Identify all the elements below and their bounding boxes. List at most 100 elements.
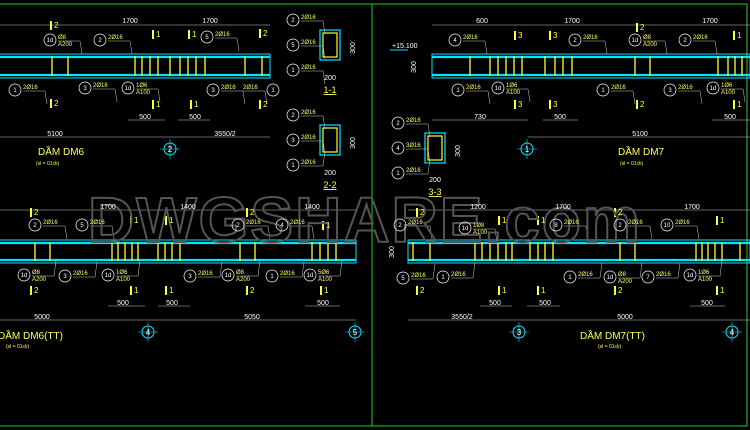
section-mark [50,21,52,30]
callout-circle [275,218,289,232]
callout-number: 3 [83,86,87,92]
callout-number: 4 [396,146,400,152]
callout-circle [286,38,300,52]
section-label: 3 [518,31,523,40]
callout-circle [451,83,465,97]
callout-circle [43,33,57,47]
callout-circle [303,268,317,282]
callout-number: 5 [205,35,209,41]
section-height: 300 [350,42,357,54]
callout-number: 1d [495,86,502,92]
beam-subtitle: (sl = 01ck) [620,161,644,167]
callout-number: 2 [618,223,622,229]
grid-label: 4 [730,328,735,337]
section-label: 1 [169,216,174,225]
callout-circle [549,218,563,232]
section-label: 1 [541,286,546,295]
callout-label: 2Ø16 [564,220,579,226]
callout-number: 3 [291,138,295,144]
callout-circle [706,81,720,95]
section-mark [259,29,261,38]
callout-label: 2Ø16 [693,35,708,41]
callout-label: Ø8 [32,270,41,276]
section-label: 1 [737,31,742,40]
callout-label-2: A200 [643,42,658,48]
callout-label: 2Ø16 [301,40,316,46]
leader-line [406,158,431,175]
callout-circle [101,268,115,282]
beam-outline [0,53,271,79]
dimension: 500 [317,300,329,307]
leader-line [678,90,703,105]
callout-label: 2Ø16 [43,220,58,226]
section-title: 2-2 [323,180,336,190]
section-mark [320,286,322,295]
section-mark [733,31,735,40]
dimension: 3550/2 [214,131,236,138]
callout-label: 2Ø16 [611,85,626,91]
section-label: 1 [324,286,329,295]
callout-circle [8,83,22,97]
callout-circle [78,81,92,95]
dimension: 1200 [470,204,486,211]
callout-label: 1Ø6 [698,270,710,276]
level-marker: +15.100 [392,43,418,50]
callout-label-2: A200 [58,42,73,48]
section-label: 1 [134,216,139,225]
callout-label: 1Ø6 [721,83,733,89]
section-mark [165,216,167,225]
section-stirrup [322,32,338,58]
leader-line [116,260,141,277]
leader-line [90,225,115,240]
section-mark [190,100,192,109]
callout-circle [568,33,582,47]
dimension: 730 [474,114,486,121]
section-mark [30,286,32,295]
section-label: 2 [250,286,255,295]
dimension: 1700 [100,204,116,211]
leader-line [643,40,668,55]
dimension: 500 [724,114,736,121]
callout-circle [391,166,405,180]
leader-line [564,225,589,240]
callout-label: 2Ø16 [108,35,123,41]
callout-circle [183,269,197,283]
beam-subtitle: (sl = 01ck) [598,344,622,350]
section-mark [514,31,516,40]
callout-label: 2Ø16 [406,168,421,174]
leader-line [408,225,433,240]
callout-number: 2 [291,113,295,119]
callout-number: 1d [462,226,469,232]
callout-circle [458,221,472,235]
section-mark [50,99,52,108]
leader-line [466,90,491,105]
callout-label: 2Ø16 [73,271,88,277]
callout-label: 2Ø16 [301,135,316,141]
leader-line [611,90,636,105]
section-mark [130,216,132,225]
dimension: 1700 [564,18,580,25]
leader-line [301,70,326,85]
section-label: 3 [553,100,558,109]
callout-label: 2Ø16 [301,160,316,166]
leader-line [198,261,223,278]
section-mark [416,208,418,217]
callout-number: 3 [211,88,215,94]
dimension: 500 [701,300,713,307]
callout-circle [121,81,135,95]
section-mark [188,30,190,39]
callout-label-2: A200 [32,277,47,283]
callout-label-2: A100 [506,90,521,96]
section-label: 1 [737,100,742,109]
leader-line [290,225,315,240]
leader-line [411,263,436,280]
leader-line [301,140,326,155]
leader-line [301,150,326,167]
callout-number: 1 [291,68,295,74]
section-label: 2 [640,23,645,32]
leader-line [301,45,326,60]
callout-label-2: A200 [618,279,633,285]
callout-label: 1Ø6 [116,270,128,276]
beam-subtitle: (sl = 01ck) [6,344,30,350]
